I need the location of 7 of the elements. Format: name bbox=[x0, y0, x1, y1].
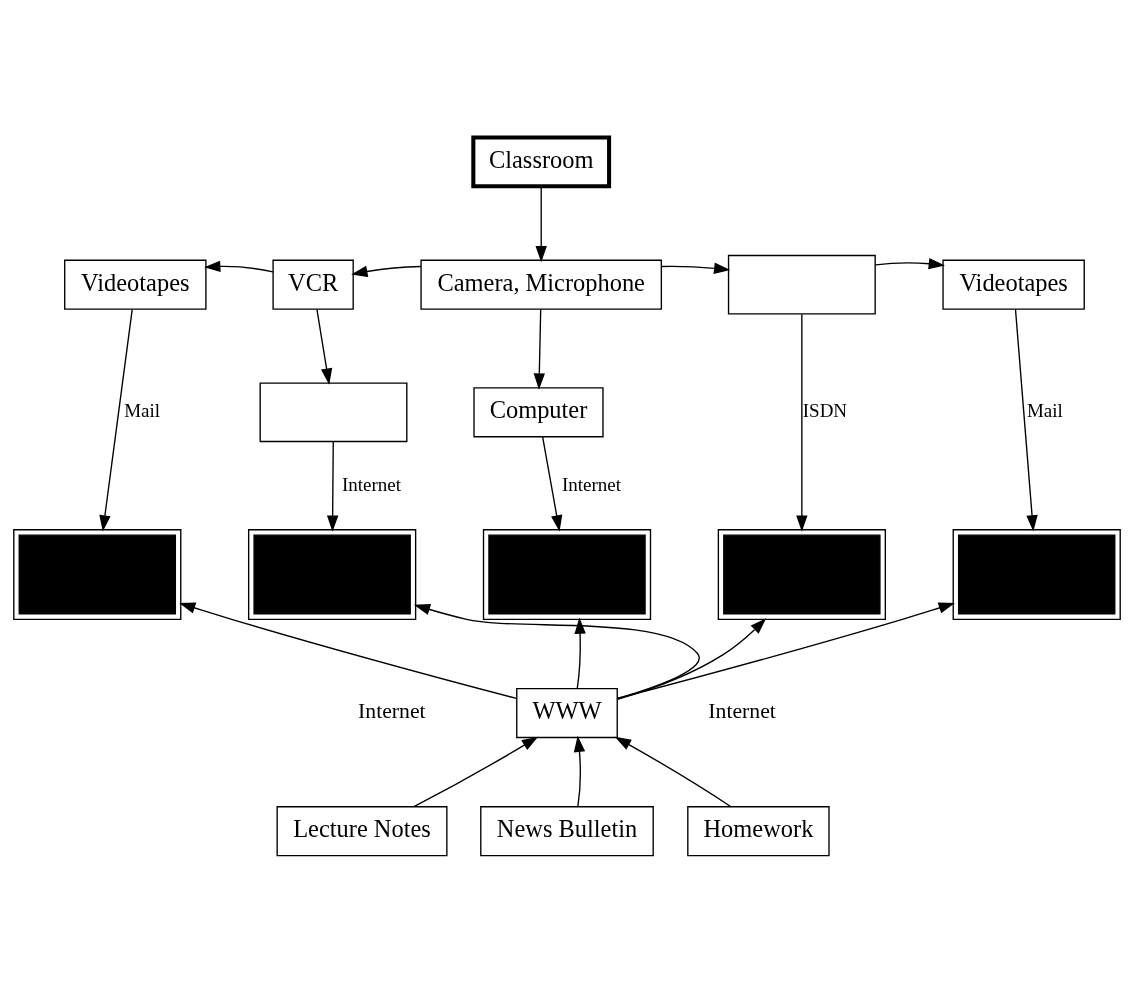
edge-label: Mail bbox=[1026, 399, 1063, 421]
edge-label: Mail bbox=[124, 399, 161, 421]
edge-label: ISDN bbox=[802, 399, 848, 421]
edge-label: Internet bbox=[341, 473, 402, 495]
edge-label: Internet bbox=[561, 473, 621, 495]
label: Internet bbox=[358, 698, 426, 723]
label: Internet bbox=[708, 698, 776, 723]
